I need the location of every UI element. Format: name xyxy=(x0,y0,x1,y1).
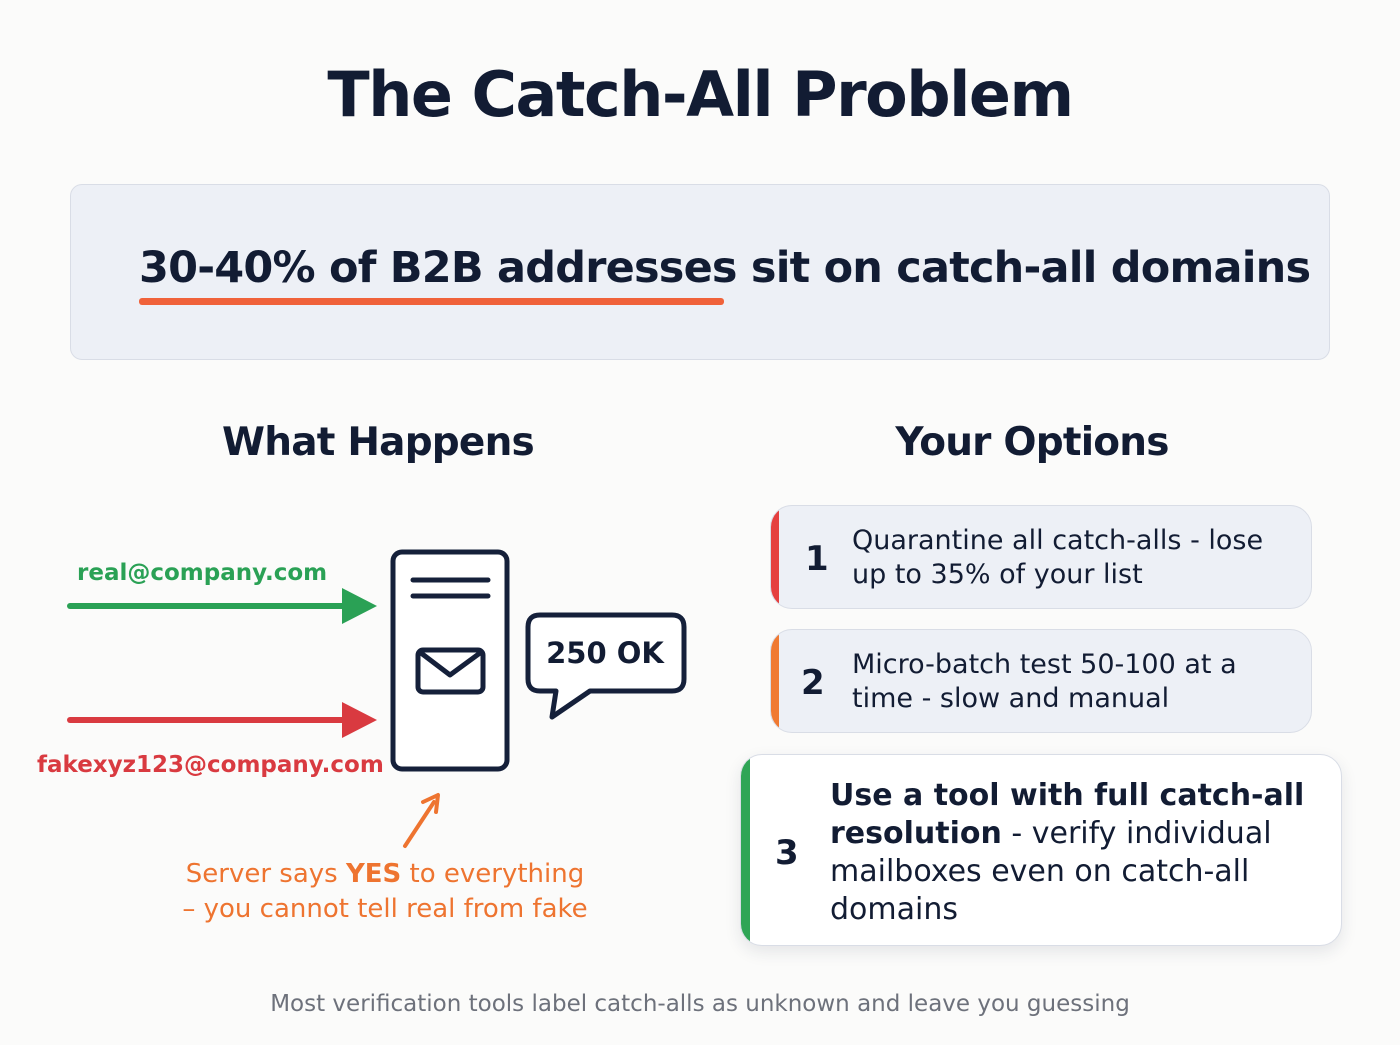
stat-banner: 30-40% of B2B addresses sit on catch-all… xyxy=(70,184,1330,360)
option-text: Quarantine all catch-alls - lose up to 3… xyxy=(852,525,1264,590)
option-text: Micro-batch test 50-100 at a time - slow… xyxy=(852,649,1237,714)
option-number: 2 xyxy=(801,663,825,703)
real-address-label: real@company.com xyxy=(77,560,328,586)
option-number: 3 xyxy=(775,833,799,873)
server-note-prefix: Server says xyxy=(185,859,346,889)
arrow-right-icon xyxy=(67,588,377,624)
server-note: Server says YES to everything – you cann… xyxy=(150,857,620,927)
option-text-rest: - verify individual mailboxes even on ca… xyxy=(830,816,1272,927)
speech-bubble-icon xyxy=(525,612,687,720)
option-text: Use a tool with full catch-all resolutio… xyxy=(830,777,1330,929)
your-options-heading: Your Options xyxy=(895,420,1169,465)
server-note-suffix: to everything xyxy=(401,859,585,889)
stat-text: 30-40% of B2B addresses sit on catch-all… xyxy=(139,243,1311,293)
arrow-up-icon xyxy=(403,793,440,848)
option-card-1: 1 Quarantine all catch-alls - lose up to… xyxy=(770,505,1312,609)
stat-rest: sit on catch-all domains xyxy=(736,243,1311,293)
option-text-bold: Use a tool with full catch-all resolutio… xyxy=(830,778,1305,851)
arrow-right-icon xyxy=(67,702,377,738)
fake-address-label: fakexyz123@company.com xyxy=(37,752,384,778)
envelope-icon xyxy=(415,647,486,695)
option-accent-bar xyxy=(741,755,750,945)
option-number: 1 xyxy=(805,539,829,579)
stat-highlight: 30-40% of B2B addresses xyxy=(139,243,738,293)
server-reply-text: 250 OK xyxy=(546,636,664,670)
option-card-2: 2 Micro-batch test 50-100 at a time - sl… xyxy=(770,629,1312,733)
server-note-line2: – you cannot tell real from fake xyxy=(182,894,588,924)
page-title: The Catch-All Problem xyxy=(327,58,1074,131)
footer-note: Most verification tools label catch-alls… xyxy=(270,991,1130,1017)
server-note-emphasis: YES xyxy=(345,859,402,889)
option-accent-bar xyxy=(771,506,779,608)
what-happens-heading: What Happens xyxy=(222,420,535,465)
option-card-3: 3 Use a tool with full catch-all resolut… xyxy=(740,754,1342,946)
option-accent-bar xyxy=(771,630,779,732)
stat-underline xyxy=(139,298,724,305)
